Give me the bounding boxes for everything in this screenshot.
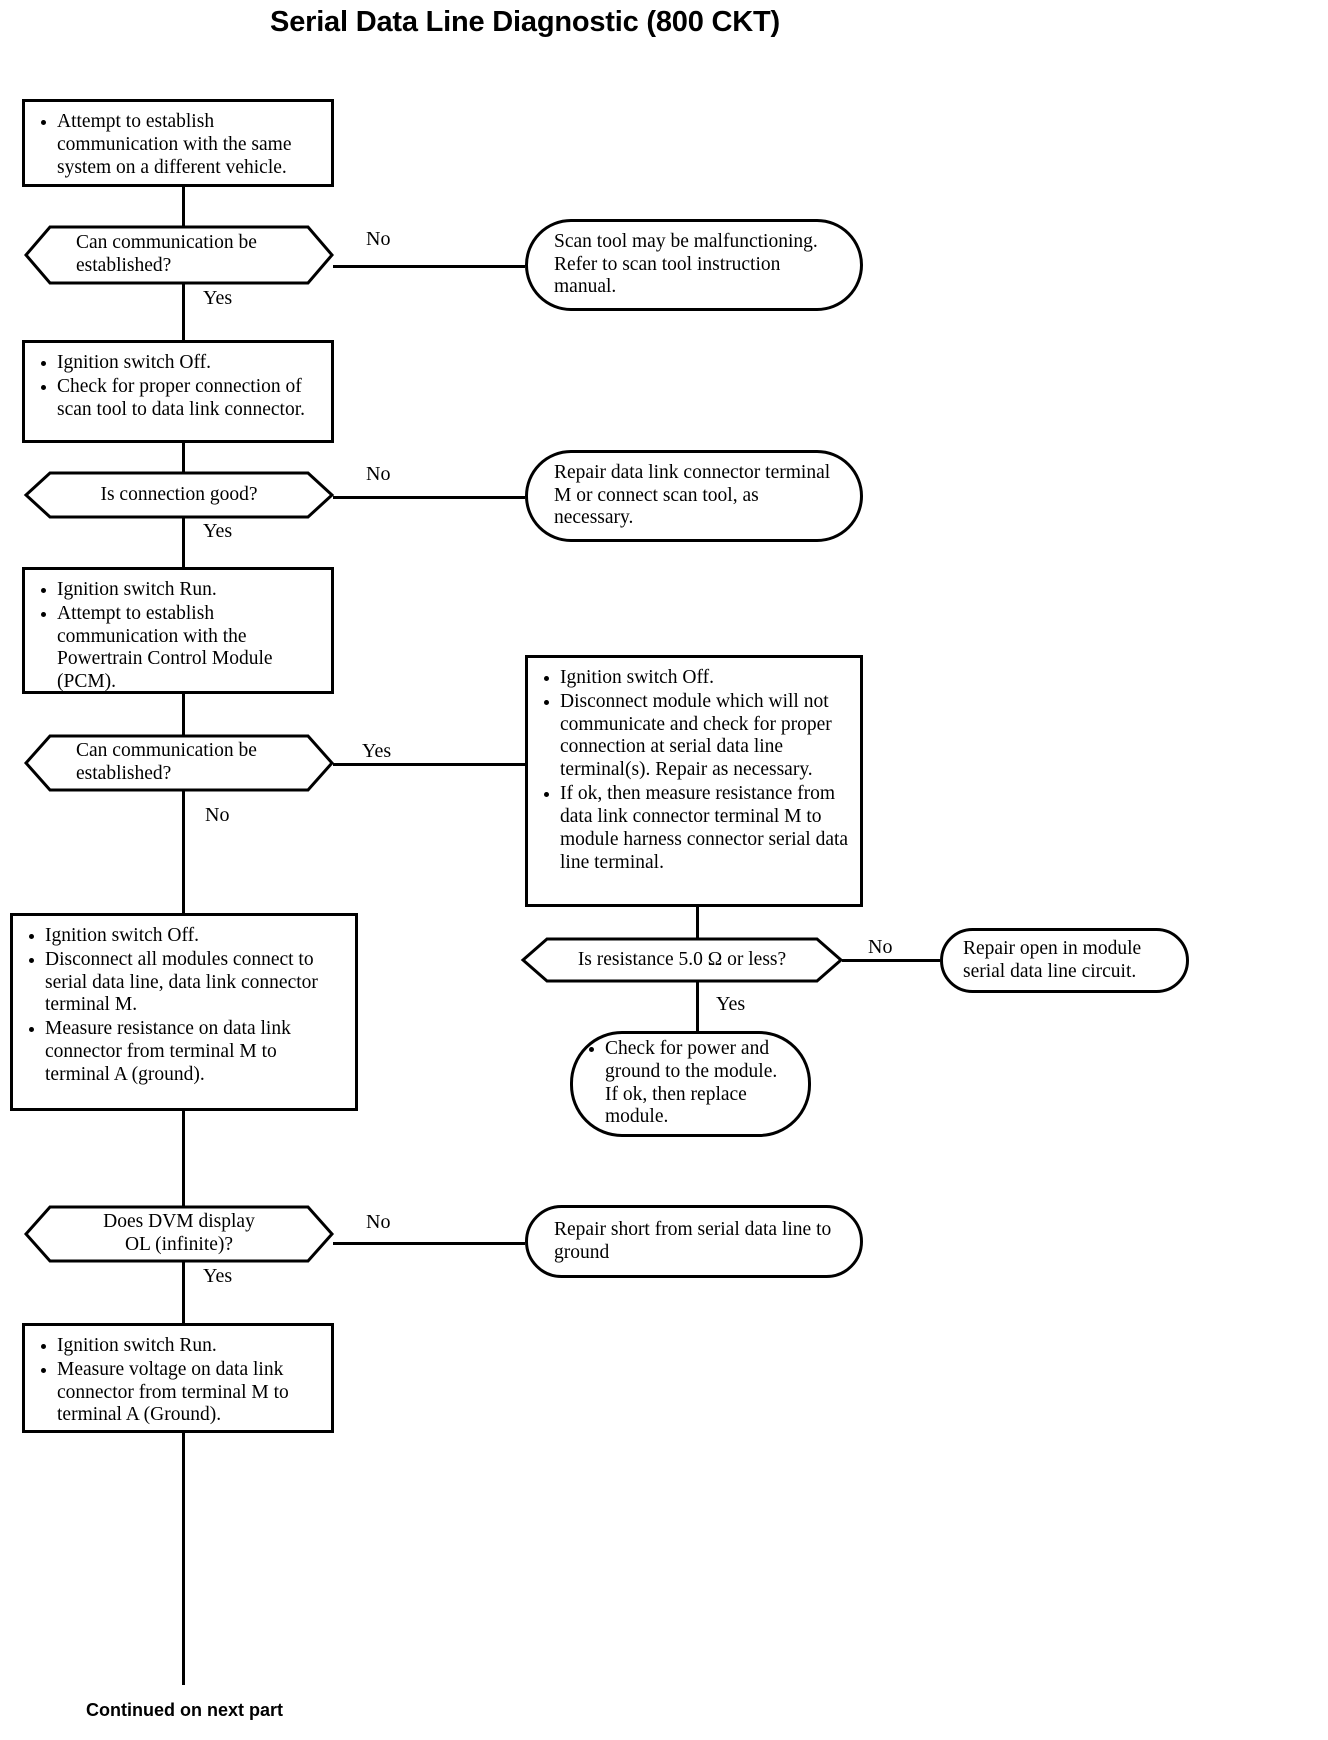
branch-label-decision4-yes: Yes: [716, 993, 746, 1015]
hexagon-shape-icon: [23, 1205, 335, 1263]
connector-decision4-no: [842, 959, 940, 962]
bullet-item: Ignition switch Off.: [37, 352, 321, 375]
bullet-item: Disconnect module which will not communi…: [540, 691, 850, 782]
decision-line-1: Can communication be: [76, 740, 257, 762]
process-box-check-scan-tool-connection: Ignition switch Off. Check for proper co…: [22, 340, 334, 443]
branch-label-decision3-no: No: [205, 804, 230, 826]
bullet-item: Ignition switch Run.: [37, 579, 321, 602]
decision-can-communication-be-established-2: Can communication be established?: [23, 734, 335, 792]
bullet-item: Disconnect all modules connect to serial…: [25, 949, 345, 1017]
process-box-disconnect-all-modules-measure-resistance: Ignition switch Off. Disconnect all modu…: [10, 913, 358, 1111]
branch-label-decision3-yes: Yes: [362, 740, 392, 762]
decision-line-1: Is connection good?: [100, 483, 258, 505]
connector-decision3-no: [182, 790, 185, 913]
decision-is-connection-good: Is connection good?: [23, 471, 335, 519]
terminal-text: Repair open in module serial data line c…: [963, 937, 1142, 982]
bullet-item: Attempt to establish communication with …: [37, 603, 321, 694]
connector-decision1-no: [333, 265, 525, 268]
decision-does-dvm-display-ol-infinite: Does DVM display OL (infinite)?: [23, 1205, 335, 1263]
connector-decision1-yes: [182, 283, 185, 340]
bullet-item: Check for proper connection of scan tool…: [37, 376, 321, 422]
decision-line-2: OL (infinite)?: [124, 1234, 234, 1255]
branch-label-decision5-no: No: [366, 1211, 391, 1233]
decision-line-2: established?: [76, 763, 172, 784]
hexagon-shape-icon: [23, 471, 335, 519]
decision-line-1: Does DVM display: [103, 1211, 255, 1233]
connector-step6-to-next-part: [182, 1432, 185, 1685]
decision-line-1: Is resistance 5.0 Ω or less?: [577, 948, 787, 970]
hexagon-shape-icon: [23, 734, 335, 792]
hexagon-shape-icon: [24, 225, 334, 285]
branch-label-decision2-no: No: [366, 463, 391, 485]
terminal-text: Repair data link connector terminal M or…: [554, 461, 831, 529]
decision-line-2: established?: [76, 255, 172, 276]
bullet-item: Measure resistance on data link connecto…: [25, 1018, 345, 1086]
connector-step2-to-decision2: [182, 442, 185, 474]
bullet-item: Ignition switch Off.: [25, 925, 345, 948]
process-box-disconnect-module-measure-resistance: Ignition switch Off. Disconnect module w…: [525, 655, 863, 907]
decision-is-resistance-5-ohm-or-less: Is resistance 5.0 Ω or less?: [520, 937, 844, 983]
bullet-item: If ok, then measure resistance from data…: [540, 783, 850, 874]
bullet-item: Attempt to establish communication with …: [37, 111, 321, 179]
branch-label-decision5-yes: Yes: [203, 1265, 233, 1287]
terminal-text: Repair short from serial data line to gr…: [554, 1218, 832, 1263]
bullet-item: Ignition switch Run.: [37, 1335, 321, 1358]
continued-on-next-part-label: Continued on next part: [86, 1700, 283, 1720]
branch-label-decision1-no: No: [366, 228, 391, 250]
connector-decision5-yes: [182, 1261, 185, 1323]
process-box-attempt-communication-other-vehicle: Attempt to establish communication with …: [22, 99, 334, 187]
connector-step1-to-decision1: [182, 186, 185, 226]
connector-decision2-no: [333, 496, 525, 499]
bullet-item: Check for power and ground to the module…: [585, 1038, 790, 1129]
terminal-repair-short-serial-data-line-to-ground: Repair short from serial data line to gr…: [525, 1205, 863, 1278]
connector-step3-to-decision3: [182, 694, 185, 738]
terminal-repair-open-module-serial-data-line: Repair open in module serial data line c…: [940, 928, 1189, 993]
branch-label-decision2-yes: Yes: [203, 520, 233, 542]
bullet-item: Ignition switch Off.: [540, 667, 850, 690]
bullet-item: Measure voltage on data link connector f…: [37, 1359, 321, 1427]
page-title: Serial Data Line Diagnostic (800 CKT): [270, 6, 780, 38]
branch-label-decision1-yes: Yes: [203, 287, 233, 309]
connector-step5-to-decision5: [182, 1111, 185, 1215]
terminal-check-power-and-ground: Check for power and ground to the module…: [570, 1031, 811, 1137]
hexagon-shape-icon: [520, 937, 844, 983]
connector-decision5-no: [333, 1242, 525, 1245]
terminal-repair-data-link-connector: Repair data link connector terminal M or…: [525, 450, 863, 542]
decision-can-communication-be-established-1: Can communication be established?: [24, 225, 334, 285]
branch-label-decision4-no: No: [868, 936, 893, 958]
terminal-scan-tool-malfunctioning: Scan tool may be malfunctioning. Refer t…: [525, 219, 863, 311]
connector-step4-to-decision4: [696, 907, 699, 940]
terminal-text: Scan tool may be malfunctioning. Refer t…: [554, 230, 818, 298]
process-box-measure-voltage-data-link-connector: Ignition switch Run. Measure voltage on …: [22, 1323, 334, 1433]
decision-line-1: Can communication be: [76, 232, 257, 254]
connector-decision2-yes: [182, 516, 185, 567]
connector-decision3-yes: [333, 763, 525, 766]
connector-decision4-yes: [696, 981, 699, 1031]
process-box-attempt-communication-pcm: Ignition switch Run. Attempt to establis…: [22, 567, 334, 694]
